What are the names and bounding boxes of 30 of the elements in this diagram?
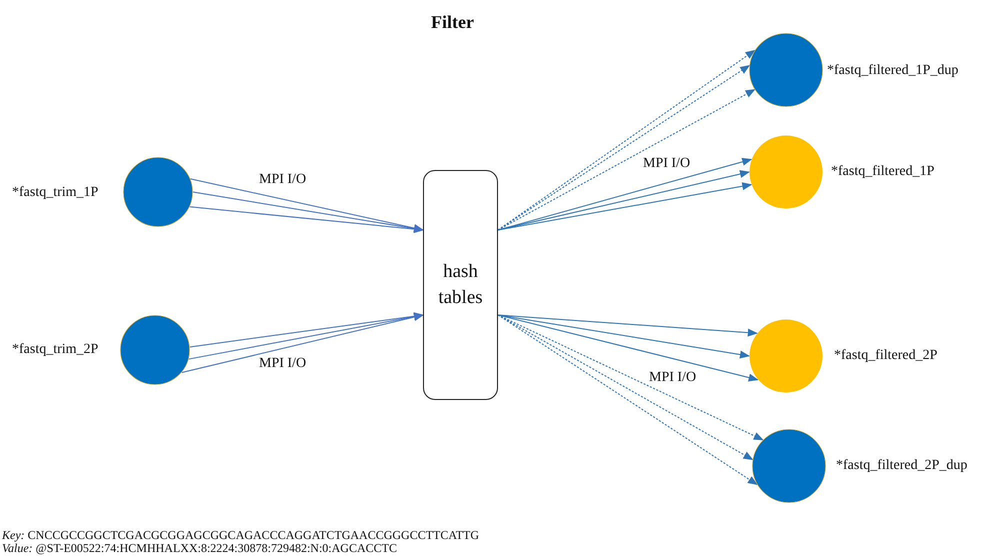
circle-node bbox=[749, 319, 823, 393]
arrow bbox=[498, 158, 752, 230]
arrow bbox=[498, 314, 758, 337]
arrow bbox=[498, 182, 752, 230]
circle-node bbox=[749, 135, 823, 209]
arrow bbox=[498, 314, 759, 382]
arrow bbox=[498, 314, 750, 358]
arrow bbox=[498, 314, 758, 486]
arrow bbox=[192, 192, 424, 232]
node-label: *fastq_filtered_1P bbox=[831, 164, 934, 180]
node-label: hash tables bbox=[437, 260, 484, 310]
circle-node bbox=[120, 315, 190, 385]
arrow bbox=[498, 89, 756, 230]
arrow bbox=[189, 312, 424, 348]
node-label: *fastq_trim_2P bbox=[12, 342, 98, 358]
arrow bbox=[498, 170, 750, 230]
diagram-title: Filter bbox=[430, 12, 475, 33]
node-label: *fastq_filtered_2P bbox=[834, 348, 938, 364]
node-label: *fastq_filtered_2P_dup bbox=[836, 458, 968, 474]
note-text: Key: CNCCGCCGGCTCGACGCGGAGCGGCAGACCCAGGATCTGAACCGGGCCTTCATTG bbox=[2, 529, 480, 542]
node-label: *fastq_trim_1P bbox=[12, 185, 98, 201]
node-label: *fastq_filtered_1P_dup bbox=[827, 63, 958, 79]
arrow bbox=[188, 312, 424, 360]
arrow bbox=[189, 206, 424, 234]
note-text: Value: @ST-E00522:74:HCMHHALXX:8:2224:30878:729482:N:0:AGCACCTC bbox=[2, 542, 397, 555]
arrow bbox=[190, 178, 424, 232]
circle-node bbox=[123, 157, 193, 227]
arrow bbox=[181, 313, 424, 373]
circle-node bbox=[752, 429, 826, 503]
circle-node bbox=[749, 33, 823, 107]
